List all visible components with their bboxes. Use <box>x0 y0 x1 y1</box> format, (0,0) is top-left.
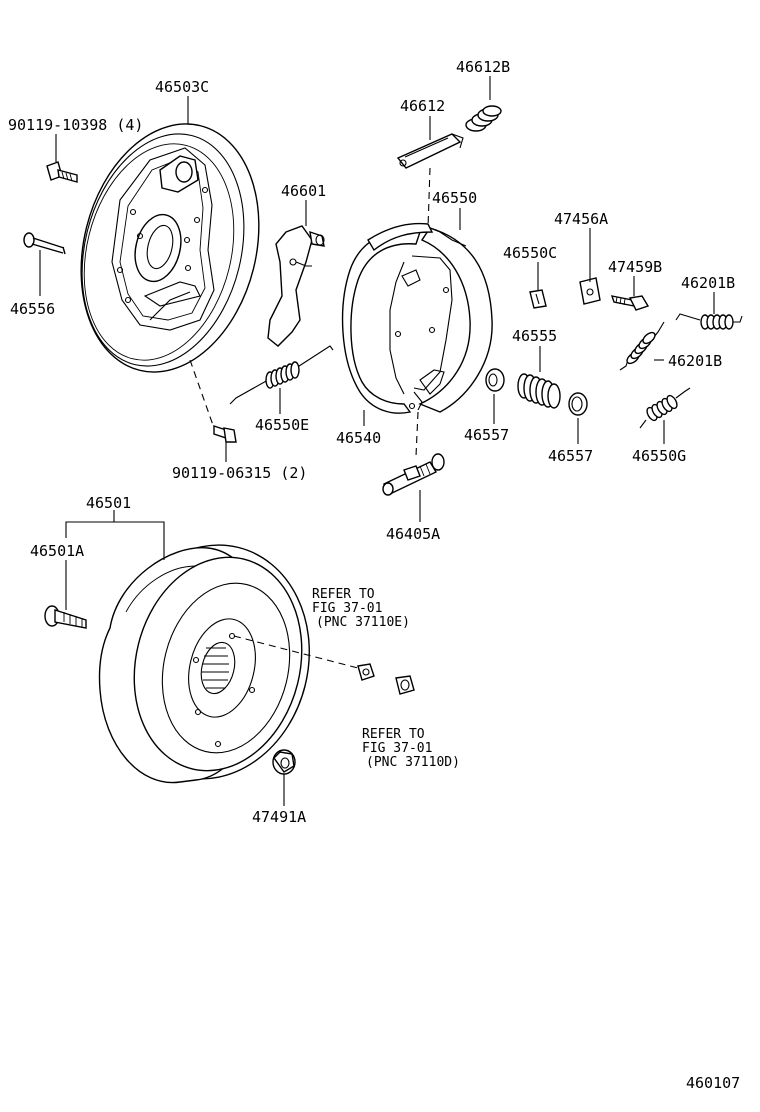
label-46612: 46612 <box>400 97 445 115</box>
label-46201B-upper: 46201B <box>681 274 735 292</box>
nut-37110E-drawing <box>357 663 375 681</box>
label-47491A: 47491A <box>252 808 306 826</box>
label-46557-right: 46557 <box>548 447 593 465</box>
spring-46612B-drawing <box>465 105 502 132</box>
brake-drum-drawing <box>98 544 310 784</box>
label-46550E: 46550E <box>255 416 309 434</box>
ref2-line3: (PNC 37110D) <box>366 755 460 770</box>
bolt-47459B-drawing <box>610 295 650 311</box>
label-90119-06315: 90119-06315 (2) <box>172 464 307 482</box>
spring-46201B-lower-drawing <box>619 321 665 371</box>
lever-46601-drawing <box>267 225 325 347</box>
brake-shoes-drawing <box>341 222 493 414</box>
ref1-line2: FIG 37-01 <box>312 601 382 616</box>
ref1-line1: REFER TO <box>312 587 375 602</box>
spring-46555-drawing <box>517 373 561 409</box>
label-46555: 46555 <box>512 327 557 345</box>
label-46550G: 46550G <box>632 447 686 465</box>
plate-47456A-drawing <box>579 277 601 305</box>
ref1-line3: (PNC 37110E) <box>316 615 410 630</box>
bolt-90119-06315-drawing <box>213 425 237 443</box>
bolt-90119-10398-drawing <box>46 161 78 183</box>
label-46556: 46556 <box>10 300 55 318</box>
ref2-line2: FIG 37-01 <box>362 741 432 756</box>
cup-46557-left-drawing <box>485 368 505 392</box>
label-46201B-lower: 46201B <box>668 352 722 370</box>
diagram-id: 460107 <box>686 1074 740 1092</box>
pin-46556-drawing <box>23 232 66 255</box>
clip-46550C-drawing <box>529 289 547 309</box>
backing-plate-drawing <box>80 123 260 373</box>
part-labels: 46612B 46503C 46612 90119-10398 (4) 4660… <box>8 58 740 1092</box>
label-46405A: 46405A <box>386 525 440 543</box>
adjuster-46405A-drawing <box>382 453 445 496</box>
reference-note-37110D: REFER TO FIG 37-01 (PNC 37110D) <box>362 727 460 770</box>
label-46550: 46550 <box>432 189 477 207</box>
nut-37110D-drawing <box>395 675 415 695</box>
label-46612B: 46612B <box>456 58 510 76</box>
label-90119-10398: 90119-10398 (4) <box>8 116 143 134</box>
label-46501: 46501 <box>86 494 131 512</box>
leader-lines <box>39 76 715 806</box>
label-46550C: 46550C <box>503 244 557 262</box>
label-46501A: 46501A <box>30 542 84 560</box>
ref2-line1: REFER TO <box>362 727 425 742</box>
label-47459B: 47459B <box>608 258 662 276</box>
cup-46557-right-drawing <box>568 392 588 416</box>
strut-46612-drawing <box>396 133 464 169</box>
label-47456A: 47456A <box>554 210 608 228</box>
spring-46550G-drawing <box>639 387 691 429</box>
label-46601: 46601 <box>281 182 326 200</box>
bolt-46501A-drawing <box>44 605 87 629</box>
spring-46550E-drawing <box>229 345 334 405</box>
label-46503C: 46503C <box>155 78 209 96</box>
plug-47491A-drawing <box>272 749 296 775</box>
reference-note-37110E: REFER TO FIG 37-01 (PNC 37110E) <box>312 587 410 630</box>
label-46557-left: 46557 <box>464 426 509 444</box>
label-46540: 46540 <box>336 429 381 447</box>
spring-46201B-upper-drawing <box>675 313 743 330</box>
